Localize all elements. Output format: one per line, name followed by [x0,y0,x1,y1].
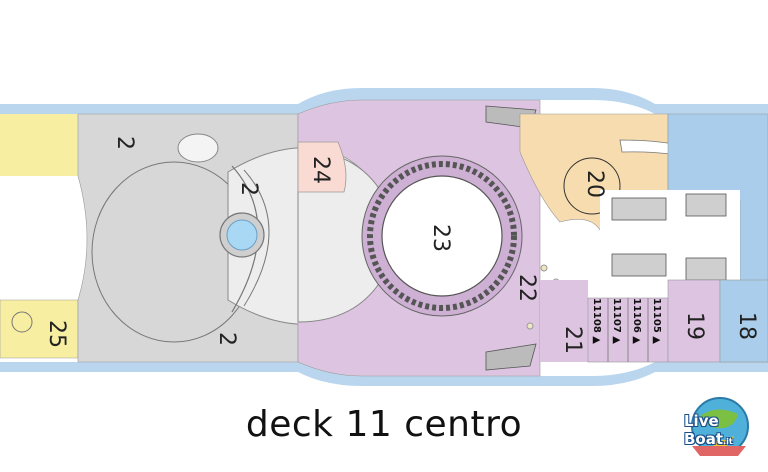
label-21: 21 [560,326,585,354]
area-21-pink [540,280,588,362]
dome-fixture [177,133,219,163]
logo-wordmark[interactable]: Live Boat.it [684,412,764,448]
label-22: 22 [514,274,539,302]
label-18: 18 [734,312,759,340]
cabin-label-4: 11105 ▲ [651,298,662,344]
area-20-circle [563,157,621,215]
logo-word-live: Live [684,412,719,430]
cabin-label-2: 11107 ▲ [611,298,622,344]
area-25-fixture [11,311,33,333]
stair-arc-inner [243,169,270,307]
cabin-label-3: 11106 ▲ [631,298,642,344]
label-24: 24 [308,156,333,184]
area-19 [667,279,721,363]
area-23-seats [367,161,517,311]
deck-title: deck 11 centro [245,404,523,445]
area-23 [381,175,503,297]
label-19: 19 [682,312,707,340]
pool-water [226,219,258,251]
label-20: 20 [582,170,607,198]
logo-suffix: .it [723,437,733,446]
label-23: 23 [428,224,453,252]
area-yellow-top-left [0,114,78,176]
elevator-bottom [611,253,667,277]
stair-bottom-left [485,343,537,371]
label-2-mid: 2 [236,182,261,196]
stair-bottom [685,257,727,281]
liveboat-logo[interactable] [676,386,762,466]
elevator-top [611,197,667,221]
area-18-lower [719,279,768,363]
cabin-label-1: 11108 ▲ [591,298,602,344]
pink-dot-3 [526,322,534,330]
pink-dot-1 [540,264,548,272]
logo-word-boat: Boat [684,430,724,448]
stair-top [685,193,727,217]
area-24 [297,141,347,193]
label-2-bottom: 2 [214,332,239,346]
label-25: 25 [44,320,69,348]
label-2-top: 2 [112,136,137,150]
area-white-left [0,176,98,300]
